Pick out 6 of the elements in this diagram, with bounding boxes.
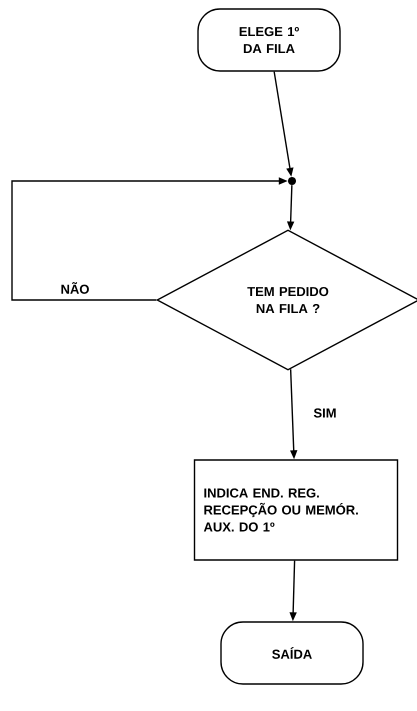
edge-label: NÃO [60, 281, 90, 295]
edge-label: SIM [312, 407, 338, 419]
junction-dot [288, 177, 296, 185]
process-box: INDICA END. REG. RECEPÇÃO OU MEMÓR. AUX. DO 1º [194, 459, 398, 561]
terminal-box: SAÍDA [220, 621, 364, 685]
terminal-box: ELEGE 1º DA FILA [197, 8, 341, 72]
